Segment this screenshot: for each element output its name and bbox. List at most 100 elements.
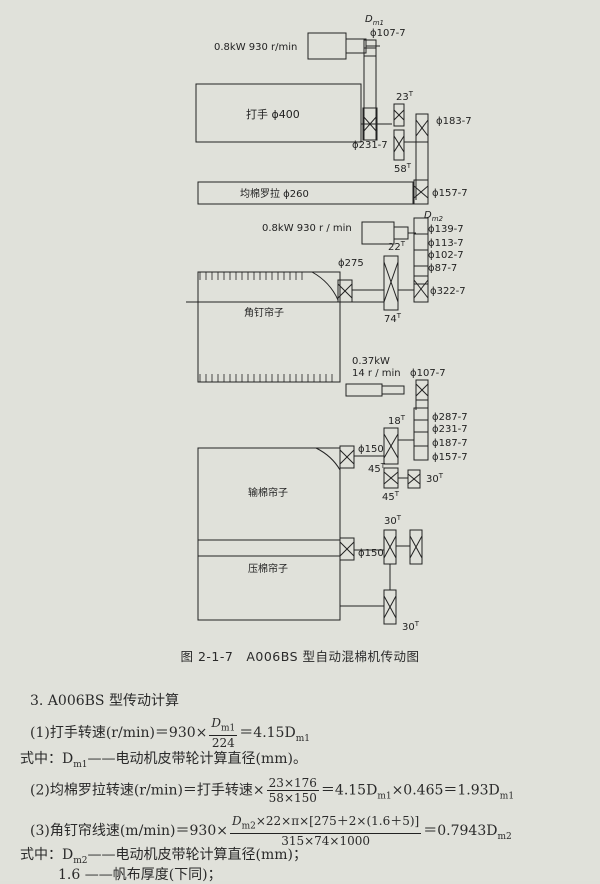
cone-pulley xyxy=(413,217,429,285)
motor-1-shaft xyxy=(345,38,367,54)
motor-3-shaft xyxy=(381,385,405,395)
eq3-num-rest: ×22×π×[275＋2×(1.6＋5)] xyxy=(255,814,420,828)
note2-rest: ——电动机皮带轮计算直径(mm)； xyxy=(87,847,307,863)
eq1-num-sub: m1 xyxy=(221,723,236,734)
motor-2-shaft xyxy=(393,226,409,240)
pulley-157b-label: ϕ157-7 xyxy=(432,452,468,463)
gear-74 xyxy=(383,255,399,311)
pulley-187-label: ϕ187-7 xyxy=(432,438,468,449)
gear-58-label: 58T xyxy=(394,162,412,175)
figure-caption: 图 2-1-7 A006BS 型自动混棉机传动图 xyxy=(180,649,420,664)
eq1-lhs: (1)打手转速(r/min)＝930× xyxy=(30,725,208,742)
pulley-150a-label: ϕ150 xyxy=(358,444,384,455)
eq1-fraction: Dm1 224 xyxy=(209,716,238,751)
lattice-label: 角钉帘子 xyxy=(244,306,284,319)
eq3-rhs-sub: m2 xyxy=(497,832,512,842)
note2-sub: m2 xyxy=(73,855,88,866)
press-lattice-label: 压棉帘子 xyxy=(248,562,288,575)
pulley-275-label: ϕ275 xyxy=(338,258,364,269)
eq2-rhs2-sub: m1 xyxy=(499,791,515,802)
gear-23 xyxy=(393,103,405,127)
note-3: 1.6 ——帆布厚度(下同)； xyxy=(58,867,222,883)
pulley-102-label: ϕ102-7 xyxy=(428,250,464,261)
gear-23-label: 23T xyxy=(396,90,414,103)
motor-1-label: 0.8kW 930 r/min xyxy=(214,42,297,53)
dm1-label: Dm1 xyxy=(365,14,384,27)
note-2: 式中：Dm2——电动机皮带轮计算直径(mm)； xyxy=(20,844,307,866)
spiked-lattice xyxy=(197,271,341,383)
eq3-num-sub: m2 xyxy=(241,821,256,832)
motor-1 xyxy=(307,32,347,60)
lattice-pulley xyxy=(337,279,353,303)
gear-45a-label: 45T xyxy=(368,462,386,475)
pulley-183-label: ϕ183-7 xyxy=(436,116,472,127)
press-lattice xyxy=(197,539,341,621)
press-pulley xyxy=(339,537,355,561)
eq1-den: 224 xyxy=(211,736,235,751)
gear-30a-label: 30T xyxy=(426,472,444,485)
eq1-num: D xyxy=(211,716,222,730)
eq3-num: D xyxy=(231,814,242,828)
pulley-87-label: ϕ87-7 xyxy=(428,263,457,274)
pulley-107-bottom xyxy=(415,379,429,401)
motor-3-power: 0.37kW xyxy=(352,356,390,367)
note1-text: 式中：D xyxy=(20,751,74,767)
eq2-den: 58×150 xyxy=(268,791,317,805)
pulley-107-label-top: ϕ107-7 xyxy=(370,28,406,39)
eq3-lhs: (3)角钉帘线速(m/min)＝930× xyxy=(30,823,228,840)
pulley-157-top xyxy=(413,179,429,205)
eq2-num: 23×176 xyxy=(266,776,319,791)
eq2-rhs-sub: m1 xyxy=(377,791,392,802)
dm2-label: Dm2 xyxy=(424,210,444,223)
beater-box xyxy=(195,83,362,143)
pulley-113-label: ϕ113-7 xyxy=(428,238,464,249)
motor-3 xyxy=(345,383,383,397)
gear-30c-label: 30T xyxy=(402,620,420,633)
gear-22-label: 22T xyxy=(388,240,406,253)
pulley-322 xyxy=(413,275,429,303)
pulley-231-label: ϕ231-7 xyxy=(352,140,388,151)
eq2-rhs2: ×0.465＝1.93D xyxy=(391,782,500,799)
note1-sub: m1 xyxy=(73,759,88,770)
pulley-287-label: ϕ287-7 xyxy=(432,412,468,423)
pulley-107-label-bottom: ϕ107-7 xyxy=(410,368,446,379)
gear-30b-2 xyxy=(409,529,423,565)
eq3-den: 315×74×1000 xyxy=(281,834,371,849)
eq1-rhs: ＝4.15D xyxy=(239,725,296,742)
gear-58 xyxy=(393,129,405,161)
motor-2 xyxy=(361,221,395,245)
roller-box xyxy=(197,181,414,205)
transmission-diagram: 0.8kW 930 r/min Dm1 ϕ107-7 打手 ϕ400 ϕ231-… xyxy=(186,14,472,633)
section-heading: 3. A006BS 型传动计算 xyxy=(30,693,179,709)
equation-3: (3)角钉帘线速(m/min)＝930×Dm2×22×π×[275＋2×(1.6… xyxy=(30,814,512,848)
lattice-spikes xyxy=(199,272,333,382)
gear-45a xyxy=(383,427,399,465)
pulley-231b-label: ϕ231-7 xyxy=(432,424,468,435)
eq3-fraction: Dm2×22×π×[275＋2×(1.6＋5)] 315×74×1000 xyxy=(229,814,422,849)
equation-1: (1)打手转速(r/min)＝930×Dm1 224 ＝4.15Dm1 xyxy=(30,716,310,750)
pulley-139-label: ϕ139-7 xyxy=(428,224,464,235)
gear-30a xyxy=(407,469,421,489)
pulley-322-label: ϕ322-7 xyxy=(430,286,466,297)
note2-text: 式中：D xyxy=(20,847,74,863)
feed-pulley xyxy=(339,445,355,469)
feed-lattice-label: 输棉帘子 xyxy=(248,486,288,499)
eq2-rhs: ＝4.15D xyxy=(320,782,378,799)
gear-45b-label: 45T xyxy=(382,490,400,503)
eq1-rhs-sub: m1 xyxy=(295,734,310,744)
roller-label: 均棉罗拉 ϕ260 xyxy=(240,187,309,200)
eq3-rhs: ＝0.7943D xyxy=(423,823,498,840)
note1-rest: ——电动机皮带轮计算直径(mm)。 xyxy=(87,751,307,767)
motor-3-speed: 14 r / min xyxy=(352,368,401,379)
beater-label: 打手 ϕ400 xyxy=(246,107,300,121)
pulley-150b-label: ϕ150 xyxy=(358,548,384,559)
cone-pulley-2 xyxy=(413,407,429,461)
gear-74-label: 74T xyxy=(384,312,402,325)
pulley-183 xyxy=(415,113,429,143)
eq2-lhs: (2)均棉罗拉转速(r/min)＝打手转速× xyxy=(30,782,265,799)
lattice-curve xyxy=(311,271,339,301)
pulley-157-label-top: ϕ157-7 xyxy=(432,188,468,199)
